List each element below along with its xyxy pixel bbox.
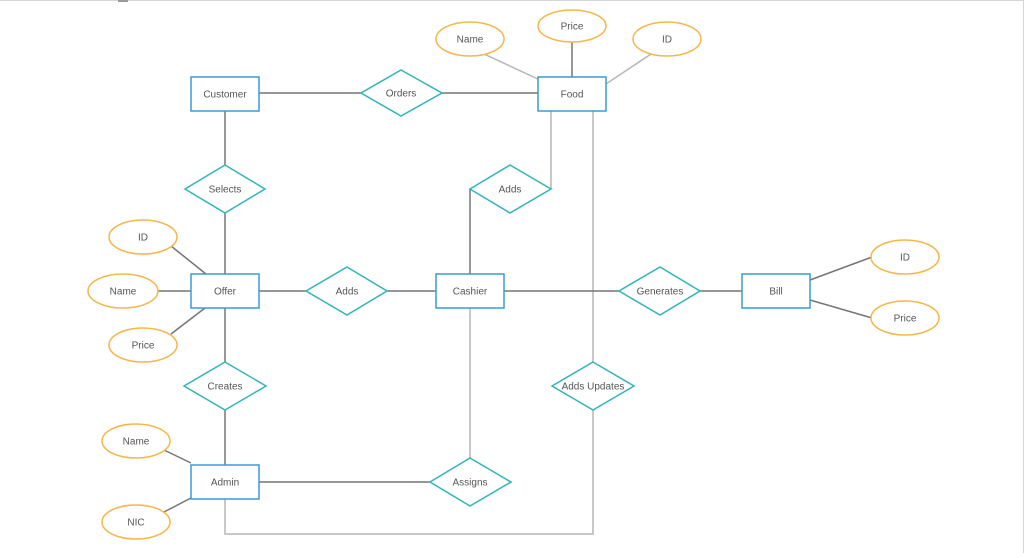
entity-admin-label: Admin [211, 478, 239, 489]
attribute-food-name-label: Name [457, 35, 484, 46]
connector-admin-nic [163, 497, 192, 513]
entity-cashier-label: Cashier [453, 287, 488, 298]
entity-customer-label: Customer [203, 90, 247, 101]
attribute-offer-price[interactable]: Price [108, 327, 178, 363]
relationship-adds-food-label: Adds [499, 185, 522, 196]
entity-offer[interactable]: Offer [190, 273, 260, 309]
relationship-adds-offer-label: Adds [336, 287, 359, 298]
attribute-offer-id-label: ID [138, 233, 148, 244]
entity-customer[interactable]: Customer [190, 76, 260, 112]
entity-offer-label: Offer [214, 287, 237, 298]
attribute-admin-nic-label: NIC [127, 518, 144, 529]
attribute-bill-price[interactable]: Price [870, 300, 940, 336]
relationship-orders-label: Orders [386, 89, 417, 100]
attribute-offer-name[interactable]: Name [87, 273, 159, 309]
relationship-selects-label: Selects [209, 185, 242, 196]
entity-food[interactable]: Food [537, 76, 607, 112]
attribute-offer-name-label: Name [110, 287, 137, 298]
entity-food-label: Food [561, 90, 584, 101]
entity-admin[interactable]: Admin [190, 464, 260, 500]
connector-addsupdates-admin [224, 410, 594, 535]
canvas-corner-mark [118, 0, 128, 2]
attribute-admin-name[interactable]: Name [101, 423, 171, 459]
relationship-creates-label: Creates [207, 382, 242, 393]
relationship-generates-label: Generates [637, 287, 684, 298]
attribute-food-id-label: ID [662, 35, 672, 46]
relationship-assigns-label: Assigns [452, 478, 487, 489]
connector-food-name [483, 53, 541, 81]
connector-offer-price [170, 307, 206, 335]
attribute-food-price[interactable]: Price [537, 9, 607, 43]
connector-admin-name [163, 449, 192, 464]
relationship-adds-updates[interactable]: Adds Updates [550, 361, 636, 411]
relationship-adds-food[interactable]: Adds [468, 164, 553, 214]
entity-bill[interactable]: Bill [741, 273, 811, 309]
entity-cashier[interactable]: Cashier [435, 273, 505, 309]
attribute-bill-price-label: Price [894, 314, 917, 325]
relationship-orders[interactable]: Orders [359, 69, 444, 117]
connector-bill-price [809, 299, 873, 319]
connector-food-id [605, 53, 652, 85]
attribute-bill-id[interactable]: ID [870, 239, 940, 275]
attribute-bill-id-label: ID [900, 253, 910, 264]
canvas-top-border [0, 0, 1024, 1]
relationship-assigns[interactable]: Assigns [428, 457, 513, 507]
attribute-offer-price-label: Price [132, 341, 155, 352]
attribute-offer-id[interactable]: ID [108, 219, 178, 255]
relationship-generates[interactable]: Generates [617, 266, 702, 316]
attribute-admin-nic[interactable]: NIC [101, 504, 171, 540]
attribute-food-price-label: Price [561, 22, 584, 33]
entity-bill-label: Bill [769, 287, 782, 298]
relationship-adds-offer[interactable]: Adds [304, 266, 389, 316]
relationship-adds-updates-label: Adds Updates [562, 382, 625, 393]
attribute-admin-name-label: Name [123, 437, 150, 448]
connector-offer-id [170, 245, 207, 275]
relationship-creates[interactable]: Creates [182, 361, 268, 411]
connector-bill-id [809, 256, 873, 281]
relationship-selects[interactable]: Selects [183, 164, 267, 214]
attribute-food-name[interactable]: Name [435, 21, 505, 57]
attribute-food-id[interactable]: ID [632, 21, 702, 57]
connectors [158, 42, 873, 535]
